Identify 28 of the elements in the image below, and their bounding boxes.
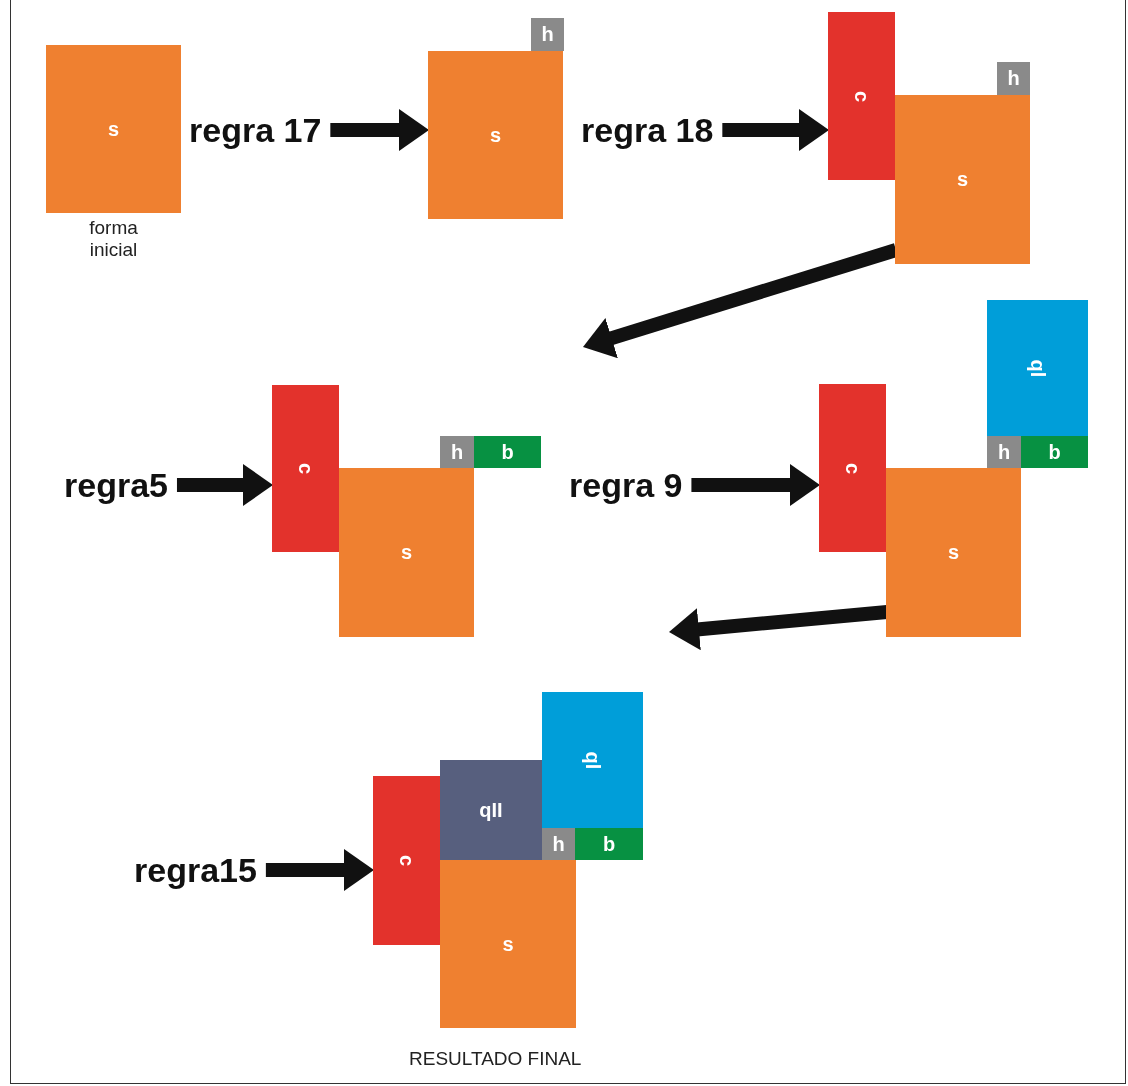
shape-block: h bbox=[531, 18, 564, 51]
rule-label: regra 17 bbox=[189, 110, 322, 150]
rule-label: regra 9 bbox=[569, 465, 683, 505]
shape-block: qII bbox=[440, 760, 542, 860]
shape-block: h bbox=[440, 436, 474, 468]
shape-block: c bbox=[272, 385, 339, 552]
shape-block: h bbox=[542, 828, 575, 860]
shape-block: b bbox=[474, 436, 541, 468]
caption-text: forma inicial bbox=[88, 217, 139, 261]
rule-label: regra15 bbox=[134, 850, 257, 890]
shape-block: c bbox=[373, 776, 440, 945]
shape-block: h bbox=[987, 436, 1021, 468]
shape-block: c bbox=[819, 384, 886, 552]
shape-block: c bbox=[828, 12, 895, 180]
shape-block: b bbox=[1021, 436, 1088, 468]
rule-label: regra 18 bbox=[581, 110, 714, 150]
shape-block: s bbox=[46, 45, 181, 213]
shape-block: h bbox=[997, 62, 1030, 95]
shape-block: s bbox=[886, 468, 1021, 637]
shape-block: ql bbox=[542, 692, 643, 828]
shape-block: s bbox=[428, 51, 563, 219]
shape-block: b bbox=[575, 828, 643, 860]
shape-block: s bbox=[895, 95, 1030, 264]
rule-label: regra5 bbox=[64, 465, 168, 505]
caption-text: RESULTADO FINAL bbox=[409, 1048, 582, 1070]
shape-block: ql bbox=[987, 300, 1088, 436]
shape-block: s bbox=[440, 860, 576, 1028]
shape-block: s bbox=[339, 468, 474, 637]
